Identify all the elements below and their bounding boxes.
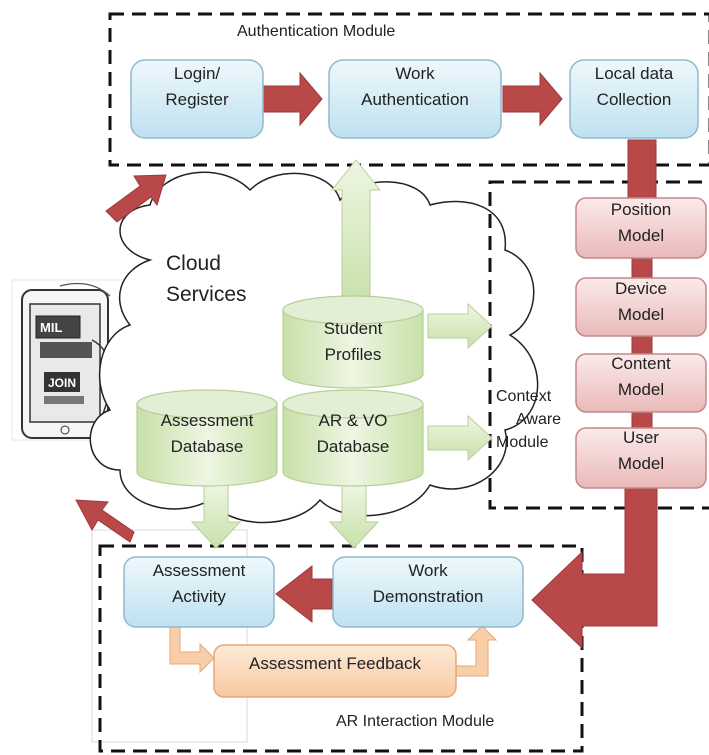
assessment-database-label: Assessment Database [137,408,277,460]
position-line-1: Position [610,200,672,219]
user-model-label: User Model [576,425,706,477]
assessment-activity-box [123,556,275,628]
demo-line-1: Work [408,561,448,580]
content-line-2: Model [617,380,665,399]
ar-module-inner-frame [91,529,248,743]
assess-db-line-2: Database [170,437,244,456]
user-line-2: Model [617,454,665,473]
login-line-2: Register [165,90,229,109]
arrow-activity-to-feedback [169,625,215,674]
ar-interaction-module-title: AR Interaction Module [336,713,495,730]
green-arrows [190,159,493,549]
work-auth-line-2: Authentication [361,90,469,109]
context-model-boxes [575,197,707,489]
demo-line-2: Demonstration [372,587,484,606]
student-profiles-cylinder [282,295,424,389]
context-aware-line-2: Aware [516,411,562,428]
work-auth-line-1: Work [395,64,435,83]
position-model-box [575,197,707,259]
device-model-box [575,277,707,337]
assessment-database-cylinder [136,389,278,487]
ar-vo-line-1: AR & VO [318,411,388,430]
device-model-label: Device Model [576,276,706,328]
work-authentication-box [328,59,502,139]
work-demonstration-box [332,556,524,628]
feedback-connector [169,625,498,677]
cloud-title-line-1: Cloud [166,252,221,275]
arrow-feedback-to-demo [455,625,498,677]
phone-screen-text-1: MIL [40,320,62,335]
local-data-line-2: Collection [596,90,672,109]
ar-vo-database-label: AR & VO Database [283,408,423,460]
arrow-ar-vo-down [328,483,380,549]
student-profiles-label: Student Profiles [283,316,423,368]
authentication-module-frame [108,12,709,167]
user-line-1: User [623,428,659,447]
local-data-box [569,59,699,139]
content-model-box [575,353,707,413]
smartphone-illustration: MIL JOIN [11,279,135,441]
context-aware-line-1: Context [496,388,552,405]
context-aware-module-frame [488,180,709,510]
context-aware-module-title: Context Aware Module [496,385,561,454]
arrow-phone-to-auth [105,174,167,223]
red-arrows [75,71,658,650]
cloud-services-label: Cloud Services [166,248,247,310]
auth-boxes [123,59,699,628]
activity-line-1: Assessment [152,561,246,580]
local-data-label: Local data Collection [570,61,698,113]
ar-vo-line-2: Database [316,437,390,456]
activity-line-2: Activity [172,587,226,606]
arrow-ar-to-phone [75,499,135,543]
ar-vo-database-cylinder [282,389,424,487]
arrow-assessment-db-down [190,483,242,549]
work-authentication-label: Work Authentication [329,61,501,113]
position-line-2: Model [617,226,665,245]
content-model-label: Content Model [576,351,706,403]
assess-db-line-1: Assessment [160,411,254,430]
login-line-1: Login/ [173,64,221,83]
cloud-title-line-2: Services [166,283,247,306]
arrow-work-auth-to-local-data [502,71,563,127]
authentication-module-title: Authentication Module [237,23,396,40]
arrow-work-demo-to-assessment [275,564,333,624]
device-line-1: Device [615,279,667,298]
position-model-label: Position Model [576,197,706,249]
context-aware-line-3: Module [496,434,549,451]
arrow-profiles-to-context [427,302,493,350]
phone-screen-text-2: JOIN [48,376,76,390]
login-register-box [130,59,264,139]
device-line-2: Model [617,305,665,324]
arrow-ar-vo-to-context [427,414,493,462]
login-register-label: Login/ Register [131,61,263,113]
content-line-1: Content [611,354,671,373]
arrow-user-to-work-demo [531,485,658,650]
assessment-feedback-label: Assessment Feedback [249,654,421,673]
user-model-box [575,427,707,489]
arrow-login-to-work-auth [262,71,323,127]
assessment-feedback-box [213,644,457,698]
local-data-line-1: Local data [594,64,674,83]
arrow-local-data-down [627,139,657,201]
student-line-2: Profiles [324,345,382,364]
student-line-1: Student [323,319,383,338]
assessment-activity-label: Assessment Activity [124,558,274,610]
work-demonstration-label: Work Demonstration [333,558,523,610]
arrow-profiles-to-work-auth [330,159,382,303]
